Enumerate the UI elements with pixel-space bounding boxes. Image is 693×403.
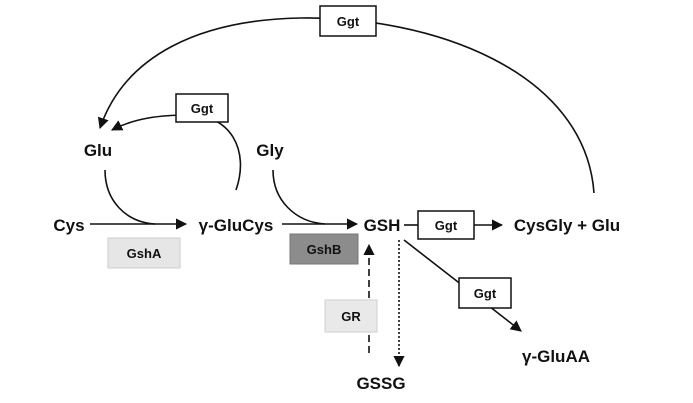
node-glu: Glu xyxy=(84,141,112,160)
enzyme-box-gshb: GshB xyxy=(289,233,359,265)
node-gluaa: γ-GluAA xyxy=(522,347,590,366)
enzyme-label-ggt-top: Ggt xyxy=(337,14,360,29)
enzyme-box-ggt-top: Ggt xyxy=(319,5,377,37)
enzyme-box-ggt-recycle: Ggt xyxy=(175,93,229,123)
enzyme-label-ggt-recycle: Ggt xyxy=(191,101,214,116)
node-glucys: γ-GluCys xyxy=(199,216,274,235)
enzyme-label-ggt-gsh: Ggt xyxy=(435,218,458,233)
enzyme-label-ggt-gluaa: Ggt xyxy=(474,286,497,301)
node-gsh: GSH xyxy=(364,216,401,235)
arrow-gly-into-reaction xyxy=(272,169,326,225)
enzyme-label-gr: GR xyxy=(341,309,361,324)
node-cysgly-glu: CysGly + Glu xyxy=(514,216,620,235)
enzyme-box-ggt-gsh: Ggt xyxy=(417,210,475,240)
enzyme-label-gsha: GshA xyxy=(127,246,162,261)
node-cys: Cys xyxy=(53,216,84,235)
enzyme-box-gr: GR xyxy=(324,299,378,333)
arrow-glu-into-reaction xyxy=(104,169,156,225)
enzyme-box-ggt-gluaa: Ggt xyxy=(458,277,512,309)
enzyme-box-gsha: GshA xyxy=(107,237,181,269)
node-gssg: GSSG xyxy=(356,374,405,393)
arrow-glucys-to-glu xyxy=(111,114,242,191)
enzyme-label-gshb: GshB xyxy=(307,242,342,257)
node-gly: Gly xyxy=(256,141,284,160)
arrow-cysgly-to-glu xyxy=(97,17,595,194)
